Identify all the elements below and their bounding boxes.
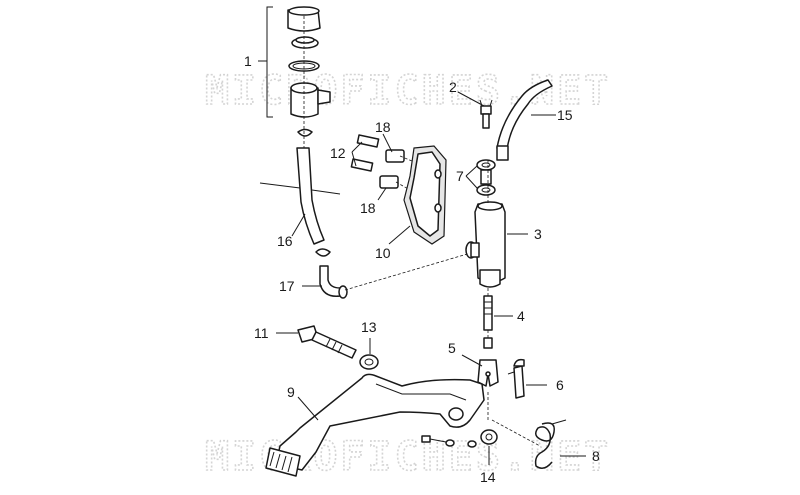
callout-6: 6 bbox=[556, 377, 564, 393]
callout-12: 12 bbox=[330, 145, 346, 161]
callout-8: 8 bbox=[592, 448, 600, 464]
watermark-top: MICROFICHES.NET bbox=[205, 68, 611, 114]
push-rod bbox=[483, 295, 493, 331]
stop-screw bbox=[421, 435, 455, 447]
clevis bbox=[477, 337, 499, 387]
pivot-bushing bbox=[359, 354, 379, 370]
brake-pedal bbox=[265, 373, 485, 477]
callout-3: 3 bbox=[534, 226, 542, 242]
callout-10: 10 bbox=[375, 245, 391, 261]
master-cylinder bbox=[465, 201, 506, 288]
callout-14: 14 bbox=[480, 469, 496, 485]
hose bbox=[259, 147, 341, 245]
callout-17: 17 bbox=[279, 278, 295, 294]
pedal-nut bbox=[467, 429, 498, 448]
sealing-washers bbox=[476, 159, 496, 196]
return-spring bbox=[534, 419, 567, 469]
callout-5: 5 bbox=[448, 340, 456, 356]
heat-shield-plate bbox=[403, 145, 447, 245]
callout-18-top: 18 bbox=[375, 119, 391, 135]
callout-18-bottom: 18 bbox=[360, 200, 376, 216]
callout-16: 16 bbox=[277, 233, 293, 249]
brake-line bbox=[496, 79, 553, 161]
callout-7: 7 bbox=[456, 168, 464, 184]
callout-11: 11 bbox=[254, 325, 269, 341]
mounting-bolts bbox=[350, 134, 405, 189]
pivot-bolt bbox=[297, 325, 357, 359]
callout-1: 1 bbox=[244, 53, 252, 69]
callout-2: 2 bbox=[449, 79, 457, 95]
elbow-fitting bbox=[315, 248, 348, 299]
callout-4: 4 bbox=[517, 308, 525, 324]
callout-15: 15 bbox=[557, 107, 573, 123]
callout-9: 9 bbox=[287, 384, 295, 400]
callout-13: 13 bbox=[361, 319, 377, 335]
brake-light-switch bbox=[479, 99, 493, 129]
clevis-pin bbox=[507, 358, 525, 399]
